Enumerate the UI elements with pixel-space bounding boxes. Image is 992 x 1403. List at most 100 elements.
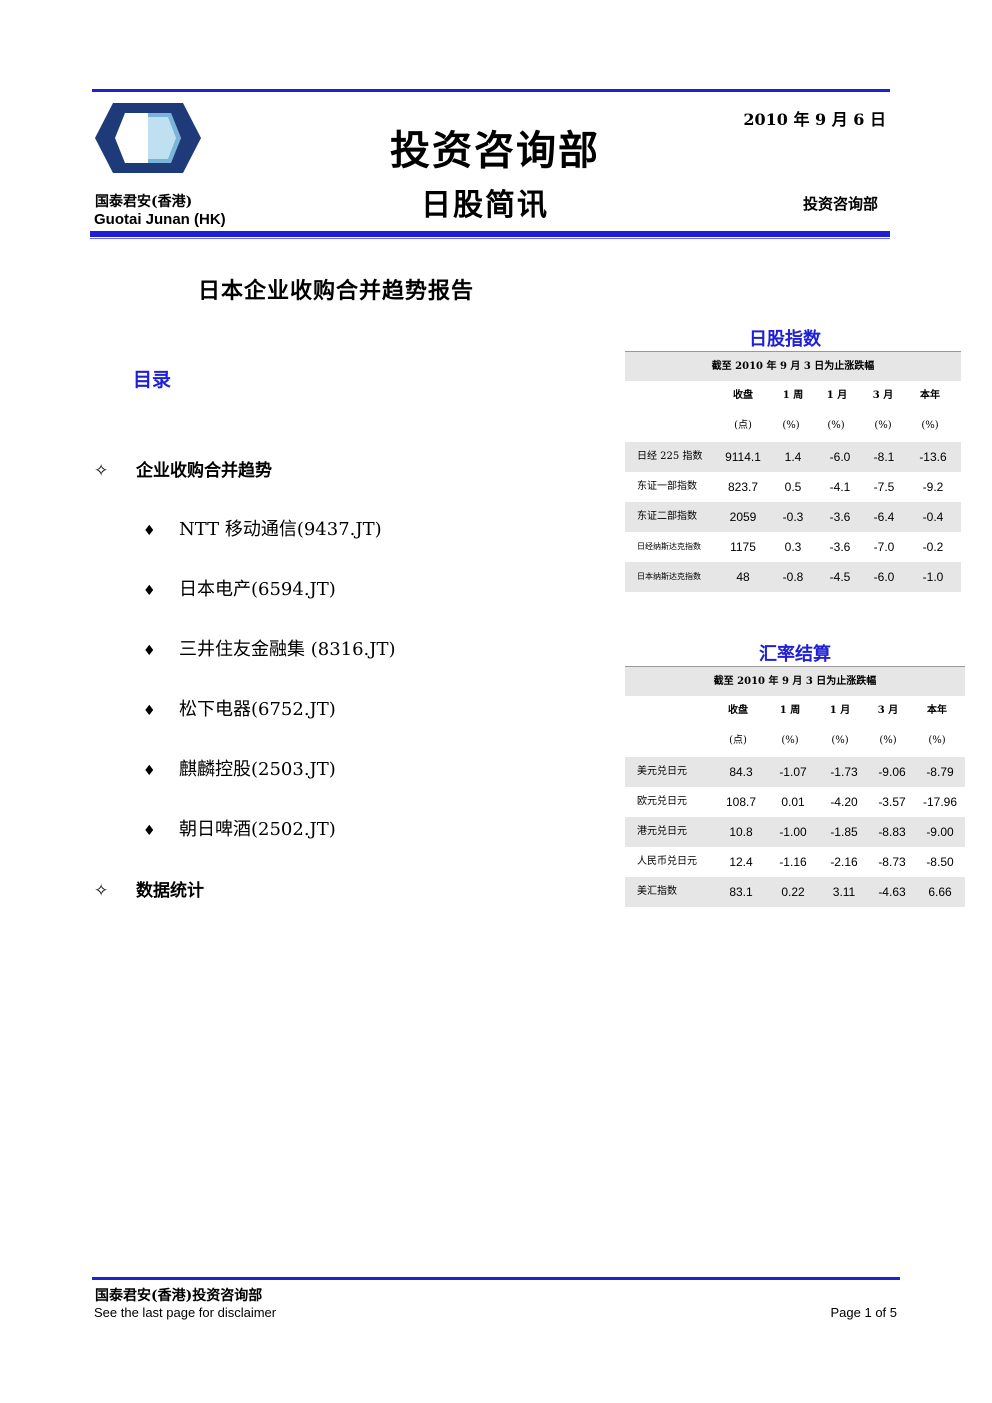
col-unit: (点): [729, 735, 747, 746]
toc-section-label: 企业收购合并趋势: [136, 461, 272, 481]
toc-heading: 目录: [133, 369, 172, 391]
col-unit: (%): [874, 420, 892, 431]
bullet-diamond-icon: ♦: [143, 583, 156, 599]
cell-ytd: -9.00: [926, 825, 954, 839]
col-header-ytd: 本年: [927, 705, 947, 716]
cell-close: 83.1: [729, 885, 753, 899]
footer-disclaimer: See the last page for disclaimer: [94, 1305, 277, 1320]
table-top-line: [625, 666, 965, 667]
bullet-diamond-icon: ♦: [143, 643, 156, 659]
col-header-ytd: 本年: [920, 390, 940, 401]
publish-date: 2010 年 9 月 6 日: [743, 110, 886, 129]
fx-table-title: 汇率结算: [759, 644, 831, 665]
table-row: 港元兑日元 10.8 -1.00 -1.85 -8.83 -9.00: [625, 817, 965, 847]
col-unit: (%): [831, 735, 849, 746]
cell-1m: -4.5: [829, 570, 851, 584]
col-unit: (%): [827, 420, 845, 431]
toc-item-ntt-docomo[interactable]: ♦ NTT 移动通信(9437.JT): [143, 515, 382, 541]
bullet-diamond-icon: ♦: [143, 523, 156, 539]
brand-name-chinese: 国泰君安(香港): [95, 194, 193, 210]
toc-item-label: NTT 移动通信(9437.JT): [179, 519, 382, 540]
row-label: 日本纳斯达克指数: [637, 572, 701, 581]
table-unit-row: (点) (%) (%) (%) (%): [625, 411, 961, 441]
cell-1w: 0.22: [781, 885, 805, 899]
toc-section-label: 数据统计: [136, 881, 204, 901]
col-header-close: 收盘: [733, 390, 753, 401]
row-label: 港元兑日元: [637, 826, 687, 837]
index-table: 截至 2010 年 9 月 3 日为止涨跌幅 收盘 1 周 1 月 3 月 本年…: [625, 351, 961, 592]
toc-item-label: 三井住友金融集 (8316.JT): [179, 639, 396, 660]
cell-3m: -7.5: [873, 480, 895, 494]
page-number: Page 1 of 5: [830, 1305, 898, 1320]
cell-3m: -9.06: [878, 765, 906, 779]
cell-3m: -6.0: [873, 570, 895, 584]
toc-section-statistics[interactable]: ✧数据统计: [94, 876, 204, 901]
bullet-diamond-icon: ♦: [143, 823, 156, 839]
department-label: 投资咨询部: [802, 195, 878, 213]
footer-rule: [92, 1277, 900, 1280]
index-table-caption: 截至 2010 年 9 月 3 日为止涨跌幅: [625, 352, 961, 381]
row-label: 美元兑日元: [637, 766, 687, 777]
cell-1m: -1.73: [830, 765, 858, 779]
row-label: 人民币兑日元: [637, 856, 697, 867]
toc-item-kirin[interactable]: ♦麒麟控股(2503.JT): [143, 755, 336, 781]
toc-section-ma-trend[interactable]: ✧ 企业收购合并趋势: [94, 456, 272, 481]
row-label: 日经 225 指数: [637, 451, 703, 462]
cell-3m: -8.1: [873, 450, 895, 464]
table-header-row: 收盘 1 周 1 月 3 月 本年: [625, 696, 965, 726]
header-bottom-rule: [90, 231, 890, 237]
row-label: 东证二部指数: [637, 511, 697, 522]
cell-close: 10.8: [729, 825, 753, 839]
cell-close: 48: [736, 570, 750, 584]
fx-table: 截至 2010 年 9 月 3 日为止涨跌幅 收盘 1 周 1 月 3 月 本年…: [625, 666, 965, 907]
fx-table-caption: 截至 2010 年 9 月 3 日为止涨跌幅: [625, 667, 965, 696]
cell-1m: -4.20: [830, 795, 858, 809]
cell-1m: -1.85: [830, 825, 858, 839]
table-unit-row: (点) (%) (%) (%) (%): [625, 726, 965, 756]
table-row: 日经 225 指数 9114.1 1.4 -6.0 -8.1 -13.6: [625, 442, 961, 472]
table-top-line: [625, 351, 961, 352]
toc-item-panasonic[interactable]: ♦松下电器(6752.JT): [143, 695, 336, 721]
cell-ytd: -1.0: [922, 570, 944, 584]
table-row: 人民币兑日元 12.4 -1.16 -2.16 -8.73 -8.50: [625, 847, 965, 877]
toc-item-smfg[interactable]: ♦ 三井住友金融集 (8316.JT): [143, 635, 396, 661]
col-unit: (%): [879, 735, 897, 746]
col-unit: (%): [928, 735, 946, 746]
col-header-1w: 1 周: [779, 705, 801, 716]
cell-1w: 1.4: [784, 450, 802, 464]
cell-1w: -1.00: [779, 825, 807, 839]
cell-1m: -3.6: [829, 540, 851, 554]
row-label: 欧元兑日元: [637, 796, 687, 807]
col-unit: (点): [734, 420, 752, 431]
toc-item-label: 麒麟控股(2503.JT): [179, 759, 336, 780]
cell-ytd: -8.50: [926, 855, 954, 869]
toc-item-label: 朝日啤酒(2502.JT): [179, 819, 336, 840]
cell-close: 823.7: [727, 480, 759, 494]
table-row: 美元兑日元 84.3 -1.07 -1.73 -9.06 -8.79: [625, 757, 965, 787]
diamond-star-icon: ✧: [94, 461, 109, 481]
col-header-close: 收盘: [728, 705, 748, 716]
row-label: 日经纳斯达克指数: [637, 542, 701, 551]
col-unit: (%): [782, 420, 800, 431]
toc-item-asahi[interactable]: ♦ 朝日啤酒(2502.JT): [143, 815, 336, 841]
toc-item-label: 松下电器(6752.JT): [179, 699, 336, 720]
department-title: 投资咨询部: [390, 127, 600, 174]
cell-1m: -6.0: [829, 450, 851, 464]
cell-close: 9114.1: [725, 450, 761, 464]
table-row: 日经纳斯达克指数 1175 0.3 -3.6 -7.0 -0.2: [625, 532, 961, 562]
cell-1m: 3.11: [832, 885, 856, 899]
header-bottom-thin-rule: [90, 238, 890, 239]
cell-1m: -4.1: [829, 480, 851, 494]
cell-close: 108.7: [725, 795, 757, 809]
toc-item-label: 日本电产(6594.JT): [179, 579, 336, 600]
cell-close: 1175: [730, 540, 756, 554]
cell-1w: -1.07: [779, 765, 807, 779]
header-top-rule: [92, 89, 890, 92]
cell-ytd: -0.2: [922, 540, 944, 554]
toc-item-nidec[interactable]: ♦ 日本电产(6594.JT): [143, 575, 336, 601]
row-label: 美汇指数: [637, 886, 677, 897]
cell-1w: 0.5: [784, 480, 802, 494]
cell-1w: -1.16: [779, 855, 807, 869]
cell-close: 84.3: [729, 765, 753, 779]
cell-3m: -6.4: [873, 510, 895, 524]
